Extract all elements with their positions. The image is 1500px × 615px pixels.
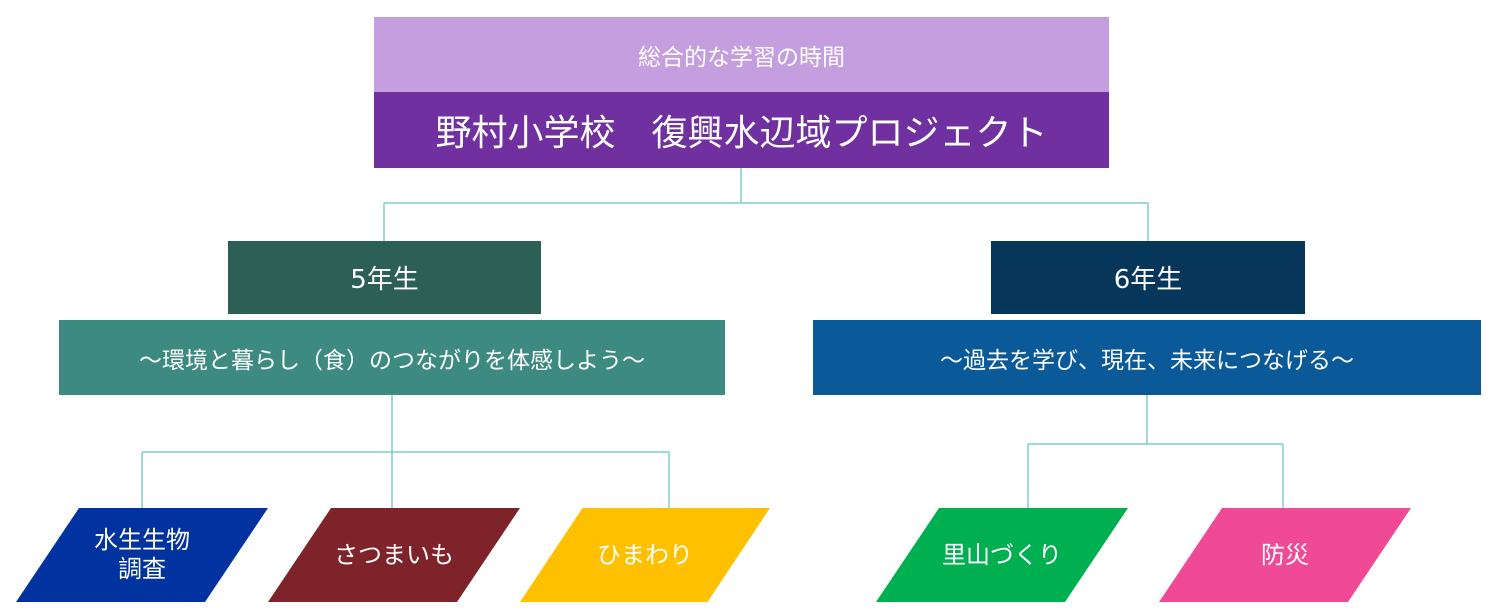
header-subtitle: 総合的な学習の時間 <box>374 17 1109 92</box>
grade6-theme: ～過去を学び、現在、未来につなげる～ <box>813 320 1481 395</box>
grade5-theme: ～環境と暮らし（食）のつながりを体感しよう～ <box>59 320 725 395</box>
grade5-label: 5年生 <box>228 241 541 314</box>
grade6-label: 6年生 <box>991 241 1305 314</box>
header-title: 野村小学校 復興水辺域プロジェクト <box>374 92 1109 168</box>
